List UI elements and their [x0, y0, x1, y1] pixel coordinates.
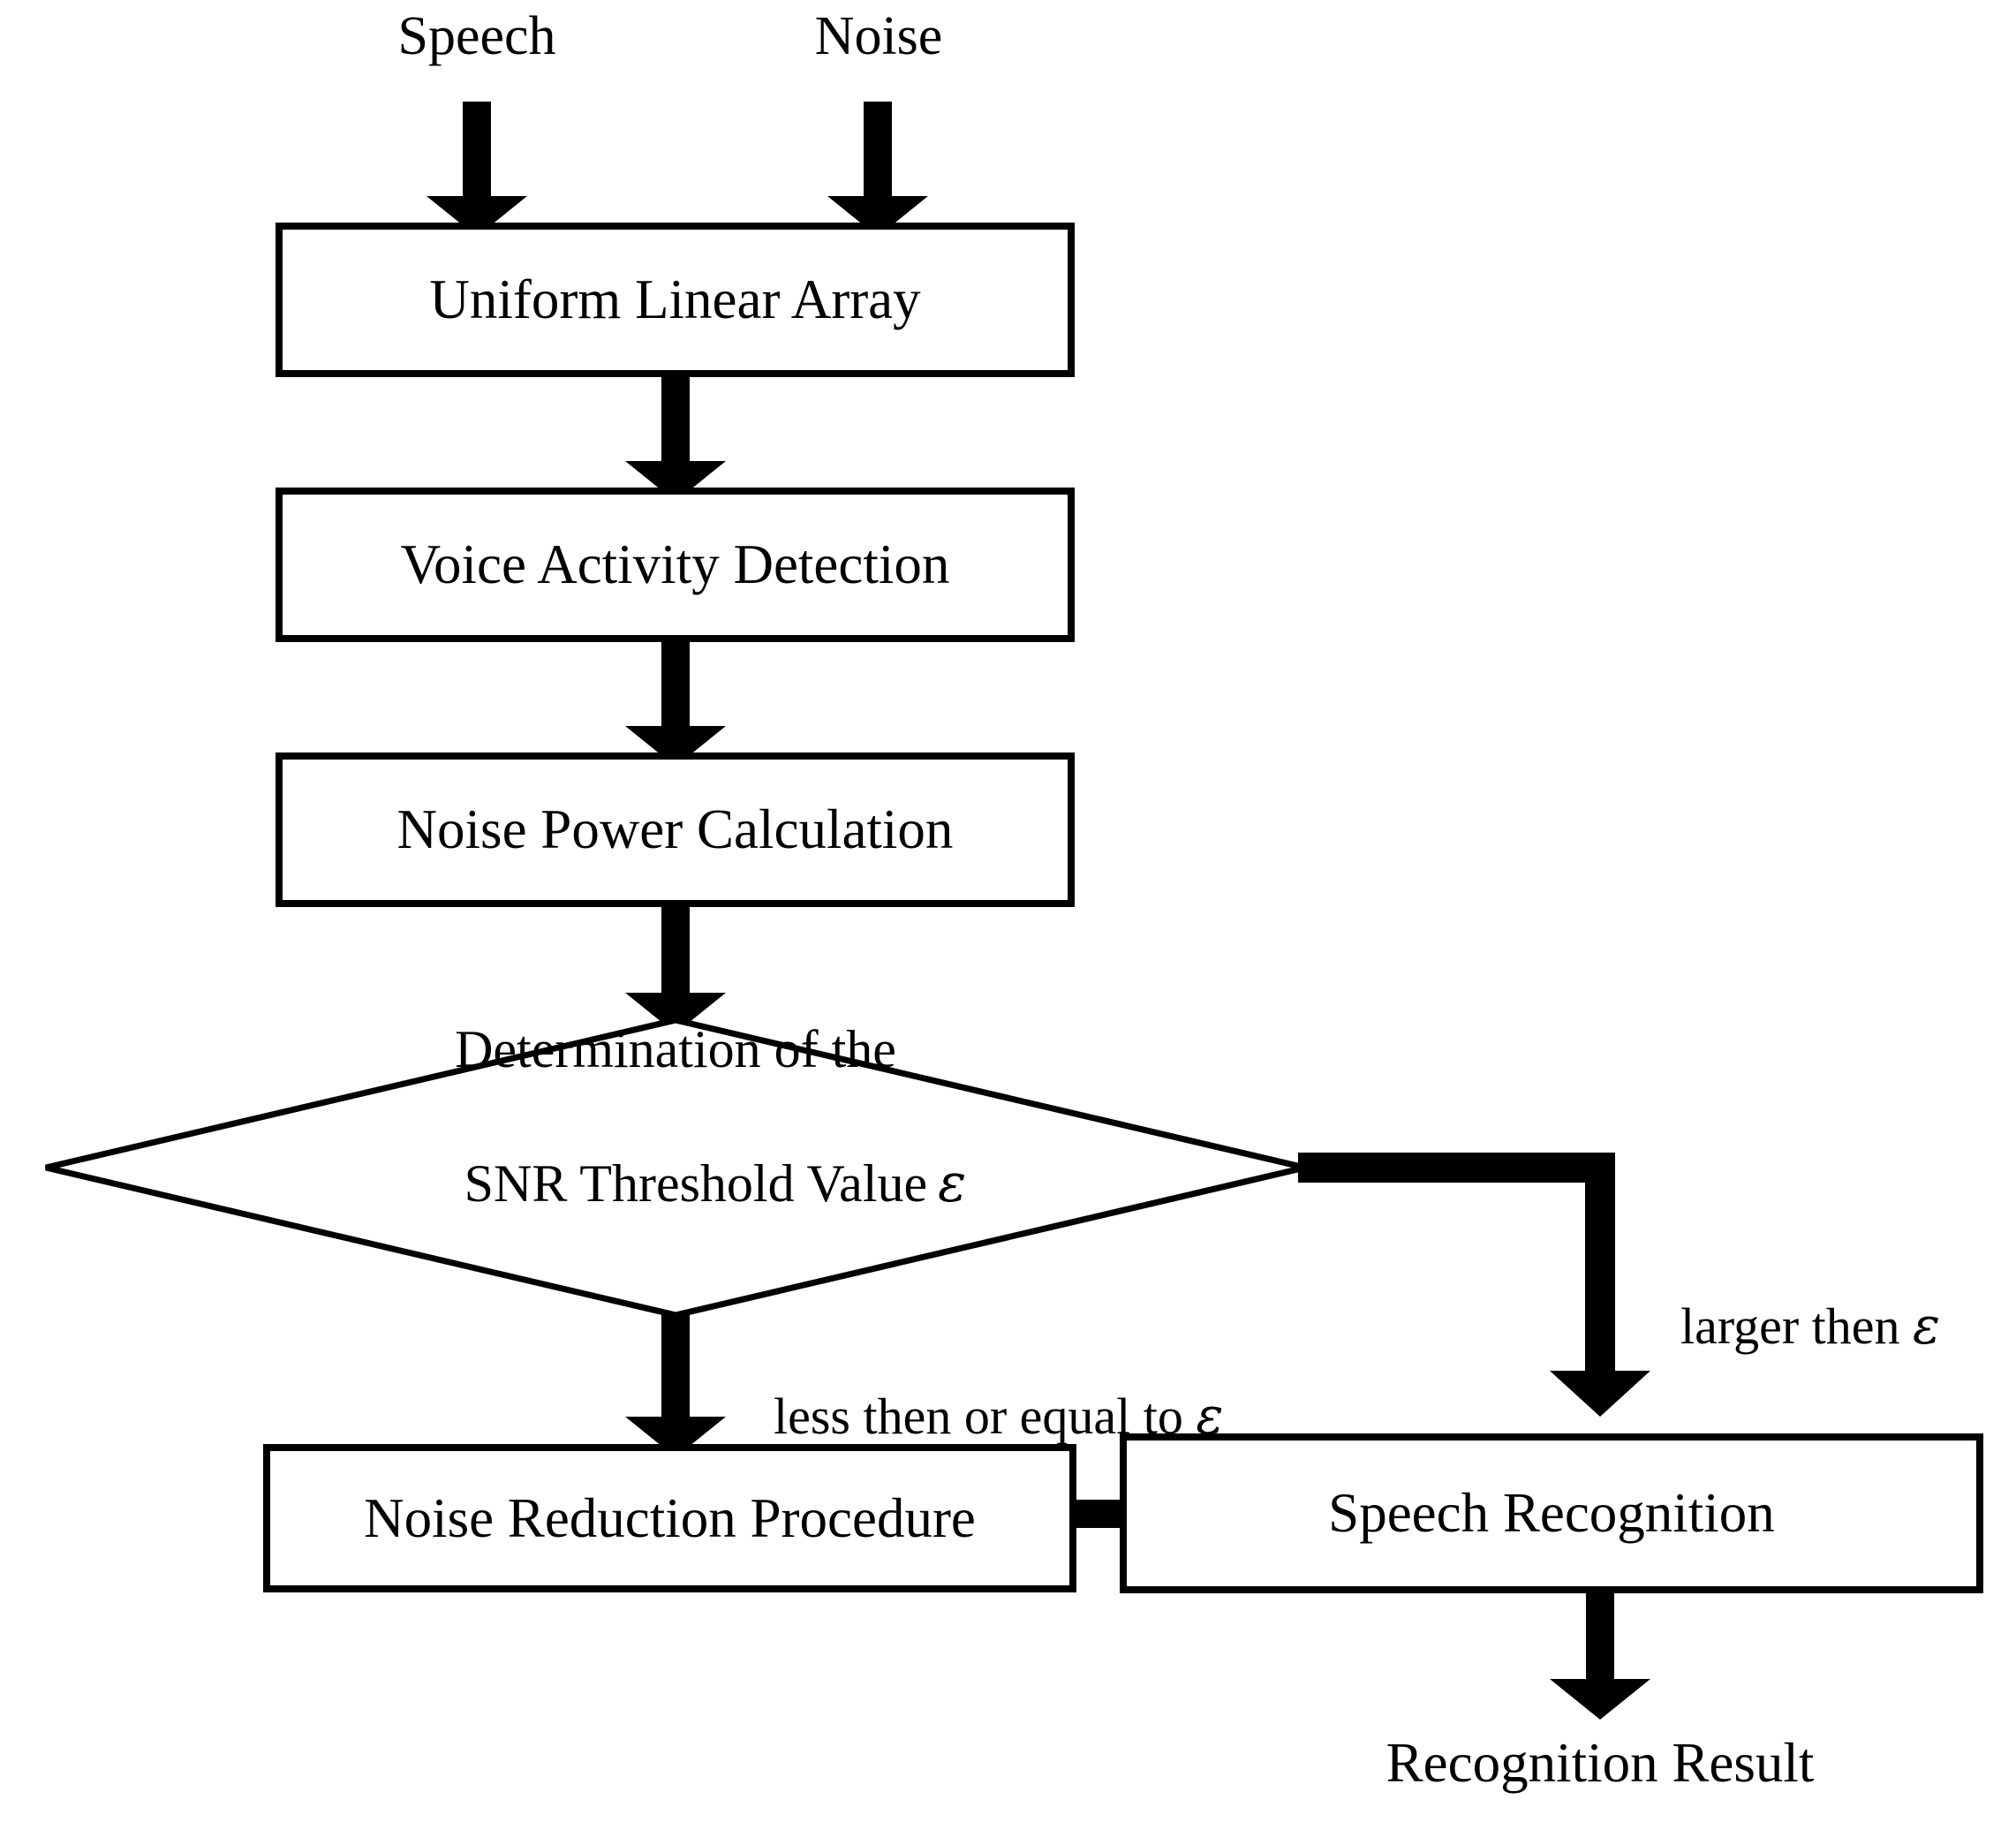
output-label-recognition-result: Recognition Result [1386, 1732, 1815, 1794]
arrow-vad-to-noise-power [625, 639, 726, 767]
arrow-speech-recognition-to-result [1550, 1590, 1650, 1720]
input-label-speech: Speech [397, 6, 556, 66]
edge-label-less-or-equal-text: less then or equal to [774, 1388, 1197, 1445]
arrow-speech-to-array [427, 102, 527, 237]
node-snr-threshold-decision [45, 1017, 1306, 1319]
edge-label-larger-then-text: larger then [1680, 1297, 1914, 1355]
input-label-noise: Noise [814, 6, 943, 66]
edge-label-larger-then-epsilon: ε [1913, 1296, 1941, 1356]
arrow-decision-to-speech-recognition [1298, 1153, 1650, 1417]
edge-label-less-or-equal-epsilon: ε [1196, 1386, 1224, 1446]
edge-label-less-or-equal: less then or equal to ε [722, 1327, 1224, 1505]
arrow-noise-power-to-decision [625, 904, 726, 1033]
node-speech-recognition [1120, 1433, 1983, 1593]
arrow-noise-to-array [827, 102, 928, 237]
edge-label-larger-then: larger then ε [1629, 1236, 1940, 1415]
node-noise-power-calculation [276, 752, 1075, 907]
node-noise-reduction-procedure [263, 1444, 1076, 1592]
arrow-array-to-vad [625, 374, 726, 502]
arrow-decision-to-noise-reduction [625, 1315, 726, 1457]
node-voice-activity-detection [276, 488, 1075, 642]
node-uniform-linear-array [276, 223, 1075, 377]
